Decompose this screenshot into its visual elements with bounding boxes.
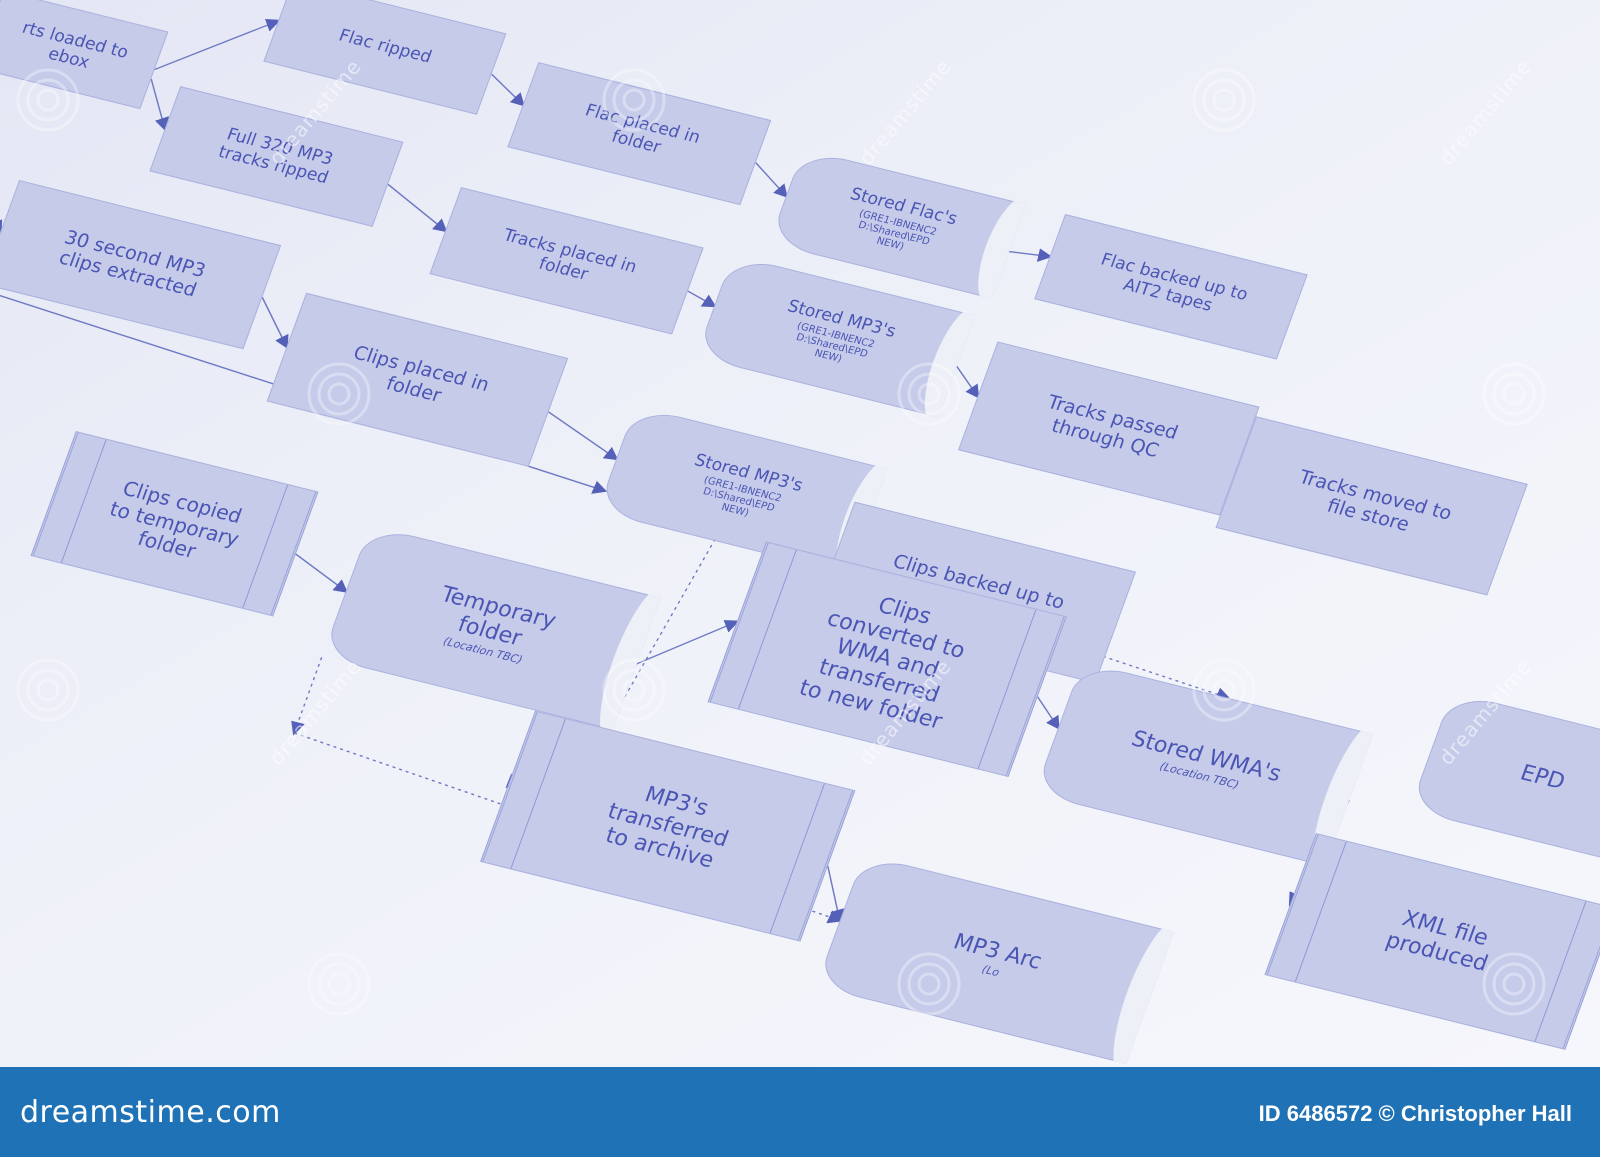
connector-arrow bbox=[295, 553, 348, 593]
connector-arrow bbox=[387, 183, 448, 233]
box-epd: EPD bbox=[1409, 691, 1600, 866]
watermark-swirl-icon bbox=[600, 66, 668, 134]
footer-brand[interactable]: dreamstime.com bbox=[20, 1095, 281, 1130]
box-flac-backed: Flac backed up to AIT2 tapes bbox=[1034, 214, 1308, 360]
watermark-swirl-icon bbox=[305, 950, 373, 1018]
box-mp3-archive: MP3 Arc (Lo bbox=[815, 854, 1175, 1065]
box-mp3s-transferred: MP3's transferred to archive bbox=[480, 710, 856, 942]
mp3-archive-location: (Lo bbox=[980, 962, 1002, 980]
watermark-swirl-icon bbox=[14, 66, 82, 134]
watermark-swirl-icon bbox=[1480, 360, 1548, 428]
footer-credit: ID 6486572 © Christopher Hall bbox=[1258, 1101, 1572, 1126]
box-clips-copied: Clips copied to temporary folder bbox=[30, 431, 319, 617]
flowchart-plane: rts loaded to ebox Flac ripped Flac plac… bbox=[0, 0, 1600, 1067]
watermark-swirl-icon bbox=[305, 360, 373, 428]
watermark-swirl-icon bbox=[895, 950, 963, 1018]
connector-arrow bbox=[154, 18, 281, 71]
box-30-second-clips: 30 second MP3 clips extracted bbox=[0, 179, 282, 350]
connector-arrow bbox=[548, 411, 619, 461]
watermark-swirl-icon bbox=[14, 656, 82, 724]
watermark-swirl-icon bbox=[1480, 950, 1548, 1018]
watermark-swirl-icon bbox=[1190, 66, 1258, 134]
flowchart-photo: rts loaded to ebox Flac ripped Flac plac… bbox=[0, 0, 1600, 1067]
box-tracks-placed: Tracks placed in folder bbox=[429, 187, 704, 335]
box-xml-file: XML file produced bbox=[1264, 833, 1600, 1050]
watermark-swirl-icon bbox=[600, 656, 668, 724]
box-tracks-qc: Tracks passed through QC bbox=[958, 341, 1260, 516]
box-flac-ripped: Flac ripped bbox=[263, 0, 507, 115]
connector-arrow bbox=[1008, 248, 1053, 262]
box-tracks-moved: Tracks moved to file store bbox=[1215, 416, 1528, 596]
watermark-swirl-icon bbox=[1190, 656, 1258, 724]
connector-arrow bbox=[687, 290, 717, 308]
watermark-swirl-icon bbox=[895, 360, 963, 428]
stock-photo-footer: dreamstime.com ID 6486572 © Christopher … bbox=[0, 1067, 1600, 1157]
